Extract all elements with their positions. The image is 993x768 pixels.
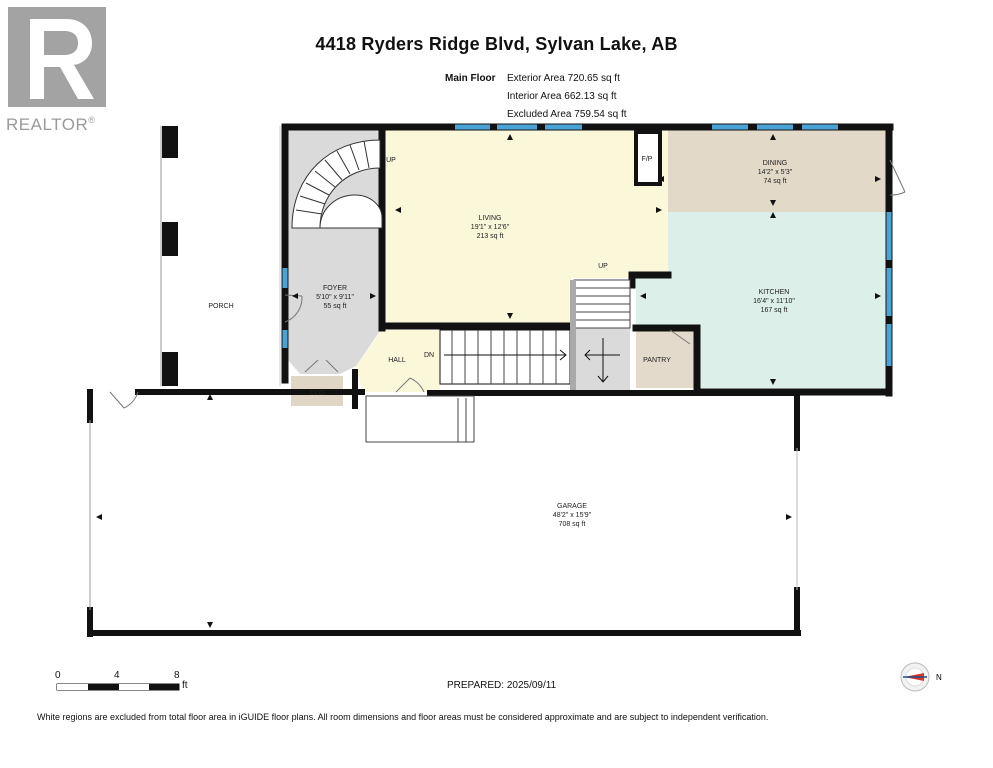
- scale-bar: [56, 683, 180, 691]
- hall-fill: [356, 330, 440, 392]
- realtor-logo: REALTOR®: [6, 7, 118, 134]
- realtor-logo-mark: [8, 7, 106, 107]
- living-label: LIVING: [479, 215, 502, 222]
- dining-fill: [668, 130, 886, 212]
- doors: [109, 159, 906, 409]
- scale-tick-0: 0: [55, 670, 61, 681]
- porch-label: PORCH: [208, 303, 233, 310]
- curved-staircase: [291, 139, 383, 229]
- realtor-logo-text: REALTOR®: [6, 115, 96, 134]
- porch-post: [162, 126, 178, 158]
- hall-label: HALL: [388, 357, 406, 364]
- fireplace: [634, 130, 662, 186]
- clo-label: CLO: [310, 390, 325, 397]
- area-summary: Main Floor Exterior Area 720.65 sq ft Int…: [445, 70, 627, 124]
- living-fill: [382, 130, 668, 327]
- dining-area: 74 sq ft: [764, 178, 787, 185]
- kitchen-area: 167 sq ft: [761, 307, 788, 314]
- windows: [282, 124, 892, 366]
- scale-unit: ft: [182, 680, 188, 691]
- dining-dims: 14'2" x 5'3": [758, 169, 793, 176]
- stair-dn-label: DN: [424, 352, 434, 359]
- fp-label: F/P: [642, 156, 653, 163]
- interior-area: Interior Area 662.13 sq ft: [507, 91, 617, 102]
- dining-label: DINING: [763, 160, 788, 167]
- stair-up-label: UP: [386, 157, 396, 164]
- exterior-area: Exterior Area 720.65 sq ft: [507, 73, 620, 84]
- compass-icon: [900, 662, 930, 692]
- entry-step: [365, 395, 475, 443]
- staircase-up: [570, 279, 631, 390]
- floor-label: Main Floor: [445, 73, 496, 84]
- garage-area: 708 sq ft: [559, 521, 586, 528]
- scale-tick-8: 8: [174, 670, 180, 681]
- foyer-label: FOYER: [323, 285, 347, 292]
- living-dims: 19'1" x 12'6": [471, 224, 510, 231]
- garage-walls: [87, 369, 801, 637]
- garage-label: GARAGE: [557, 503, 587, 510]
- page-title: 4418 Ryders Ridge Blvd, Sylvan Lake, AB: [315, 34, 678, 54]
- living-area: 213 sq ft: [477, 233, 504, 240]
- dimension-ticks: [96, 134, 881, 628]
- disclaimer: White regions are excluded from total fl…: [37, 712, 769, 722]
- foyer-dims: 5'10" x 9'11": [316, 294, 354, 301]
- excluded-area: Excluded Area 759.54 sq ft: [507, 109, 627, 120]
- compass-label: N: [936, 673, 942, 682]
- porch-post: [162, 352, 178, 386]
- stair-up-label: UP: [598, 263, 608, 270]
- kitchen-dims: 16'4" x 11'10": [753, 298, 795, 305]
- porch-post: [162, 222, 178, 256]
- kitchen-label: KITCHEN: [759, 289, 790, 296]
- staircase-down: [439, 329, 571, 385]
- realtor-r-glyph: [30, 19, 94, 99]
- prepared-date: PREPARED: 2025/09/11: [447, 680, 557, 691]
- room-labels: LIVING 19'1" x 12'6" 213 sq ft DINING 14…: [208, 156, 795, 528]
- foyer-area: 55 sq ft: [324, 303, 347, 310]
- scale-tick-4: 4: [114, 670, 120, 681]
- garage-dims: 48'2" x 15'9": [553, 512, 592, 519]
- pantry-label: PANTRY: [643, 357, 671, 364]
